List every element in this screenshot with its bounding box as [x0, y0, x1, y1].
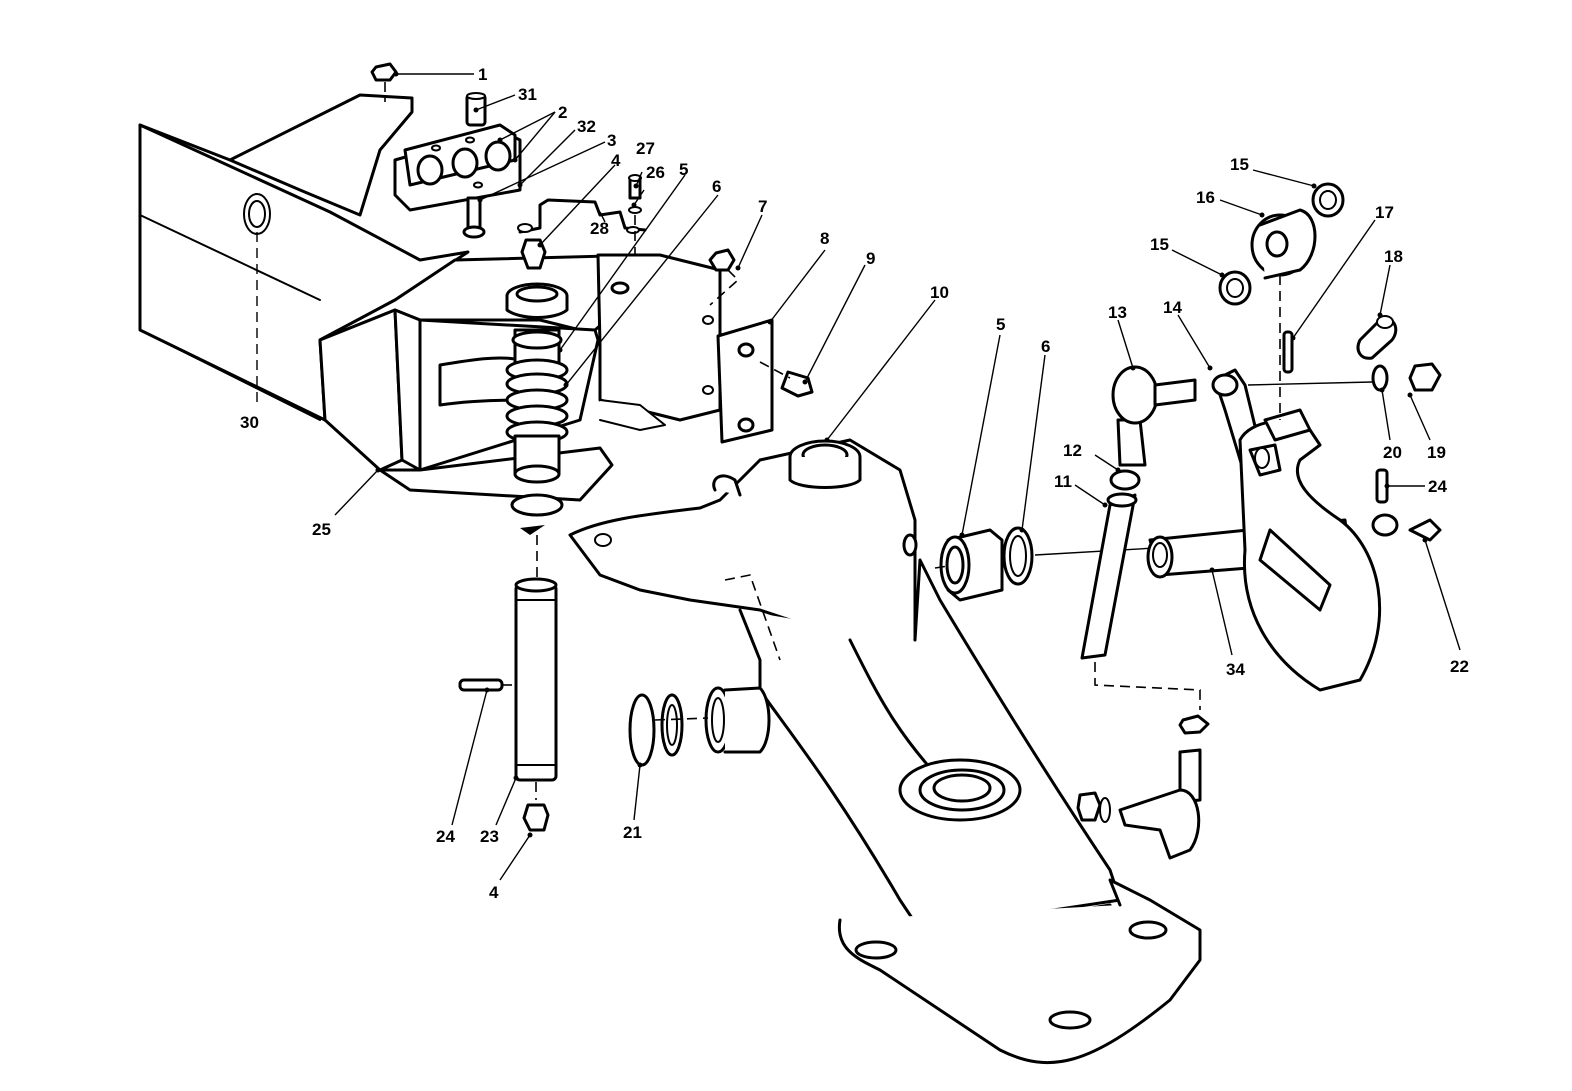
callout-3: 3 [607, 131, 616, 150]
callout-5-left: 5 [679, 160, 688, 179]
callout-30: 30 [240, 413, 259, 432]
callout-15-mid: 15 [1150, 235, 1169, 254]
wheel-hub-parts [1218, 182, 1345, 420]
callout-28: 28 [590, 219, 609, 238]
callout-11: 11 [1054, 472, 1072, 491]
lower-left-parts [458, 577, 771, 832]
callout-19: 19 [1427, 443, 1446, 462]
spindle-34 [1146, 368, 1399, 692]
callout-5-right: 5 [996, 315, 1005, 334]
callout-6-left: 6 [712, 177, 721, 196]
callout-16: 16 [1196, 188, 1215, 207]
callout-20: 20 [1383, 443, 1402, 462]
callout-1: 1 [478, 65, 487, 84]
clamp-assembly [370, 62, 522, 239]
callout-7: 7 [758, 197, 767, 216]
callout-14: 14 [1163, 298, 1182, 317]
callout-9: 9 [866, 249, 875, 268]
front-axle [568, 438, 1202, 1065]
small-parts-right [1247, 315, 1442, 542]
callout-25: 25 [312, 520, 331, 539]
callout-32: 32 [577, 117, 596, 136]
plate-8 [702, 248, 814, 444]
callout-4-bottom: 4 [489, 883, 499, 902]
callout-21: 21 [623, 823, 642, 842]
drag-link-end [1076, 714, 1210, 860]
callout-31: 31 [518, 85, 537, 104]
callout-24-left: 24 [436, 827, 455, 846]
callout-4-top: 4 [611, 151, 621, 170]
callout-13: 13 [1108, 303, 1127, 322]
callout-12: 12 [1063, 441, 1082, 460]
callout-26: 26 [646, 163, 665, 182]
bracket-28 [517, 174, 647, 255]
callout-22: 22 [1450, 657, 1469, 676]
callout-2: 2 [558, 103, 567, 122]
callout-6-right: 6 [1041, 337, 1050, 356]
king-pin-stack [505, 238, 569, 585]
callout-23: 23 [480, 827, 499, 846]
callout-27: 27 [636, 139, 655, 158]
callout-8: 8 [820, 229, 829, 248]
leader-lines [256, 71, 1461, 881]
callout-34: 34 [1226, 660, 1245, 679]
right-bushing [934, 526, 1156, 602]
callout-labels: 1 31 2 32 3 4 27 26 5 6 28 7 8 9 10 30 2… [240, 65, 1469, 902]
callout-18: 18 [1384, 247, 1403, 266]
callout-15-top: 15 [1230, 155, 1249, 174]
tie-rod [1080, 365, 1201, 710]
frame-rail [138, 93, 470, 422]
callout-17: 17 [1375, 203, 1394, 222]
callout-10: 10 [930, 283, 949, 302]
callout-24-right: 24 [1428, 477, 1447, 496]
